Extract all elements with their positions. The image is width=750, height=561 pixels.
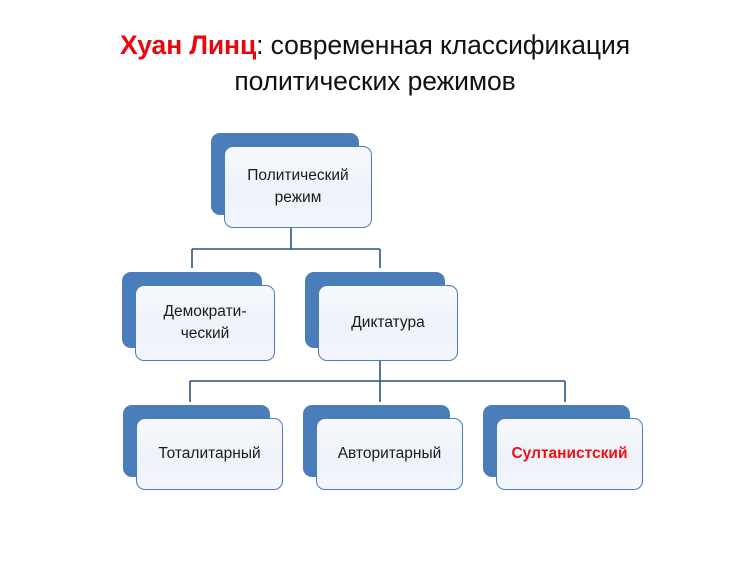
title-accent: Хуан Линц <box>120 30 257 60</box>
node-totalitarnyy[interactable]: Тоталитарный <box>123 405 283 490</box>
node-label: Султанистский <box>511 445 628 462</box>
node-label: Политический режим <box>247 167 349 206</box>
node-demokraticheskiy[interactable]: Демократи- ческий <box>122 272 275 361</box>
title-rest: : современная классификация политических… <box>234 30 630 96</box>
node-sultanistskiy[interactable]: Султанистский <box>483 405 643 490</box>
node-label: Демократи- ческий <box>163 303 247 342</box>
node-label: Тоталитарный <box>158 445 261 462</box>
node-politicheskiy-rezhim[interactable]: Политический режим <box>211 133 372 228</box>
node-body: Султанистский <box>496 418 643 490</box>
node-body: Тоталитарный <box>136 418 283 490</box>
node-label: Диктатура <box>351 314 425 331</box>
node-diktatura[interactable]: Диктатура <box>305 272 458 361</box>
node-body: Авторитарный <box>316 418 463 490</box>
page-title: Хуан Линц: современная классификация пол… <box>70 27 680 99</box>
node-label: Авторитарный <box>337 445 442 462</box>
node-avtoritarnyy[interactable]: Авторитарный <box>303 405 463 490</box>
node-body: Демократи- ческий <box>135 285 275 361</box>
node-body: Политический режим <box>224 146 372 228</box>
node-body: Диктатура <box>318 285 458 361</box>
